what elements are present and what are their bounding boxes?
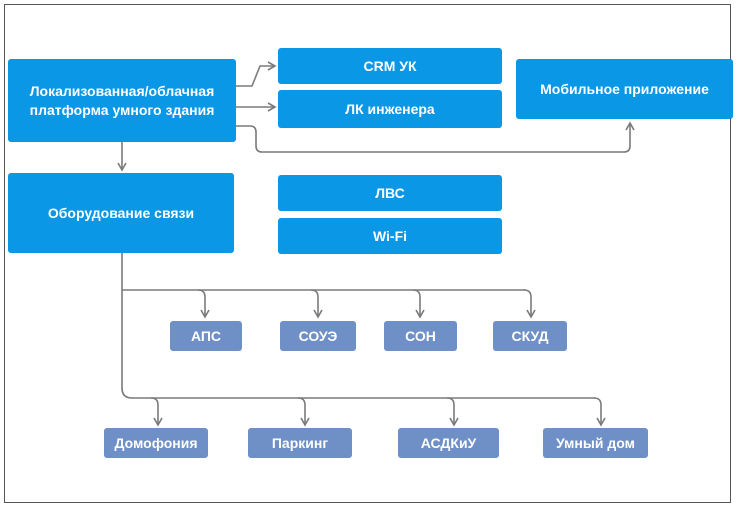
engineer-account-box: ЛК инженера [278,90,502,128]
lan-label: ЛВС [375,185,405,201]
mobile-app-box: Мобильное приложение [516,59,733,119]
platform-box: Локализованная/облачная платформа умного… [8,59,236,142]
diagram-frame [4,4,731,503]
wifi-label: Wi-Fi [372,228,408,244]
system-box-smart-home: Умный дом [543,428,648,458]
trunk-line [121,253,595,399]
system-box-asdkiu: АСДКиУ [398,428,499,458]
system-box-aps: АПС [170,321,242,351]
crm-box: CRM УК [278,48,502,84]
arrow-to-skud [523,289,536,319]
arrow-to-asdkiu [446,397,459,427]
arrow-platform-to-crm [236,61,277,87]
system-label: Домофония [114,435,198,451]
system-label: АПС [190,328,222,344]
comm-equipment-label: Оборудование связи [47,205,195,221]
system-box-skud: СКУД [493,321,567,351]
arrow-to-son [412,289,425,319]
platform-label: Локализованная/облачная платформа умного… [29,82,215,118]
system-box-soue: СОУЭ [280,321,356,351]
system-label: АСДКиУ [420,435,477,451]
engineer-account-label: ЛК инженера [345,101,435,117]
system-label: СОН [405,328,436,344]
mobile-app-label: Мобильное приложение [540,81,709,97]
arrow-to-aps [197,289,210,319]
lan-box: ЛВС [278,175,502,211]
system-box-parking: Паркинг [248,428,352,458]
system-label: СОУЭ [298,328,338,344]
system-box-son: СОН [384,321,457,351]
wifi-box: Wi-Fi [278,218,502,254]
arrow-platform-to-mobile [236,121,635,153]
system-label: Умный дом [556,435,635,451]
arrow-to-domofonia [150,397,163,427]
comm-equipment-box: Оборудование связи [8,173,234,253]
arrow-to-smart-home [593,397,606,427]
system-label: СКУД [511,328,549,344]
system-label: Паркинг [271,435,329,451]
arrow-to-soue [310,289,323,319]
system-box-domofonia: Домофония [104,428,208,458]
arrow-to-parking [297,397,310,427]
crm-label: CRM УК [363,58,417,74]
